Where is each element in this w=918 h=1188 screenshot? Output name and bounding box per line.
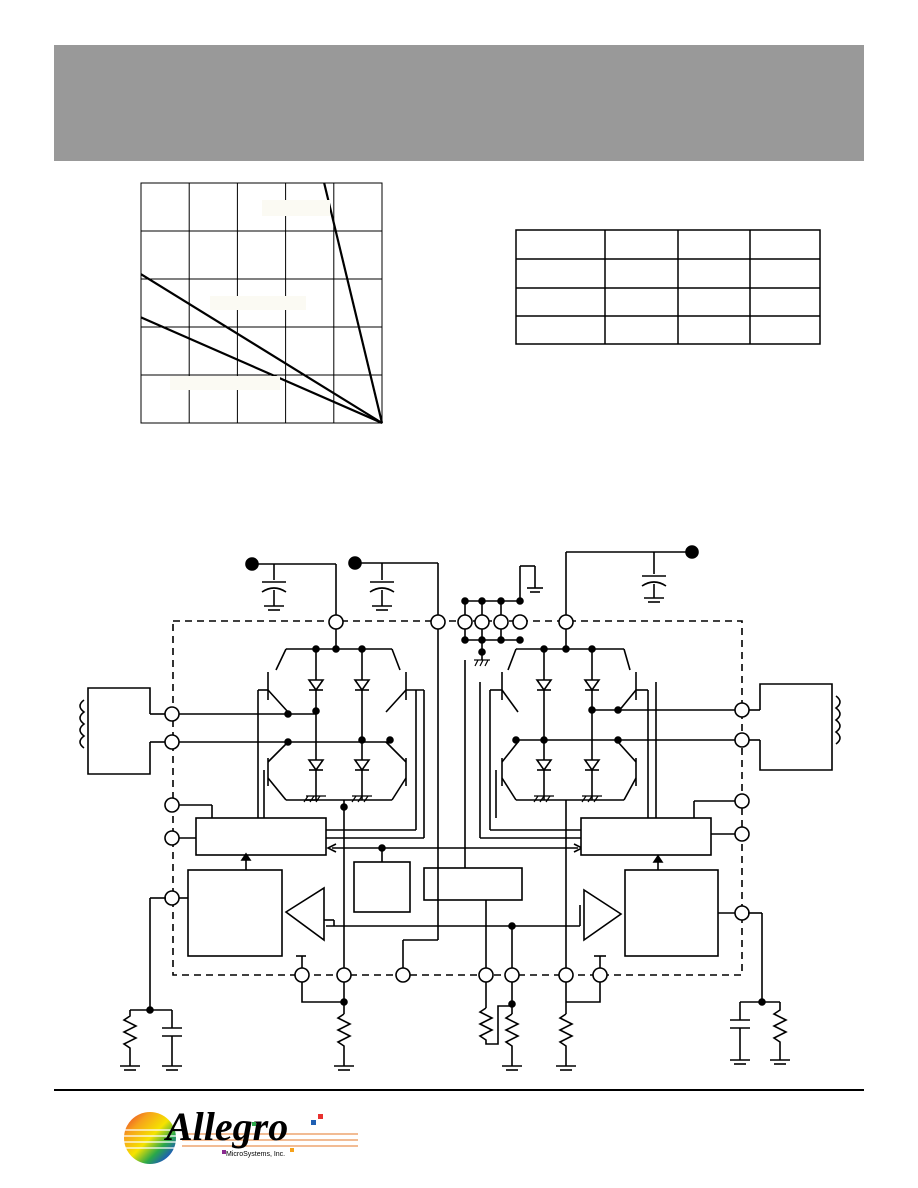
series-line-2	[140, 273, 383, 424]
series-line-3	[140, 316, 383, 425]
brand-name: Allegro	[163, 1104, 288, 1149]
series-line-1	[323, 182, 384, 424]
footer-rule	[54, 1089, 864, 1091]
header-bar	[54, 45, 864, 161]
allegro-logo: Allegro	[124, 1104, 358, 1164]
chart-annotation-box	[262, 200, 330, 216]
chart-frame	[140, 182, 383, 424]
chart-annotation-box	[170, 376, 280, 390]
chart-series-group	[140, 182, 384, 425]
chart-annotation-box	[210, 296, 306, 310]
brand-subtitle: MicroSystems, Inc.	[226, 1151, 286, 1158]
